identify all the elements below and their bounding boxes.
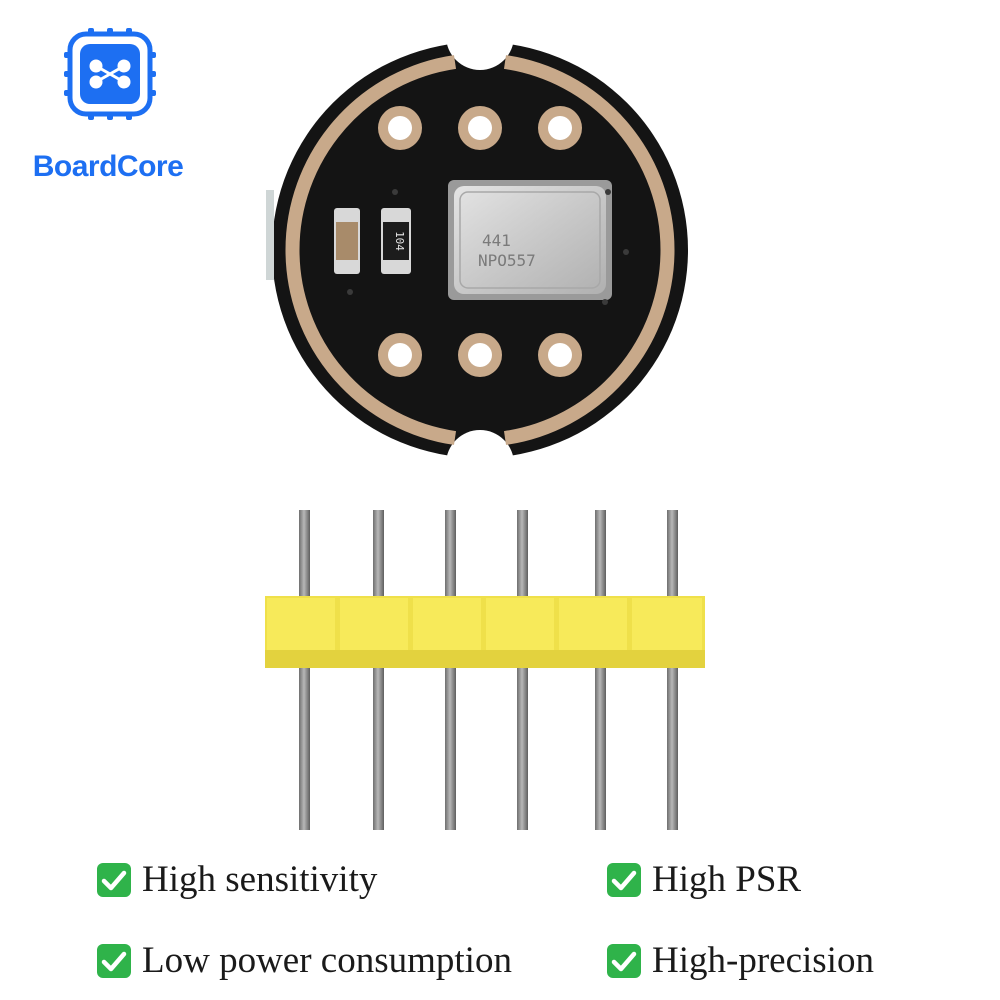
- feature-item: High-precision: [606, 941, 874, 981]
- resistor-marking: 104: [393, 231, 406, 251]
- pad-holes-bottom: [378, 333, 582, 377]
- capacitor-component: [334, 208, 360, 274]
- feature-label: High-precision: [652, 940, 874, 981]
- chip-marking-line2: NPO557: [478, 251, 536, 270]
- chip-marking-line1: 441: [482, 231, 511, 250]
- feature-label: Low power consumption: [142, 940, 512, 981]
- mems-microphone-chip: 441 NPO557: [448, 180, 612, 300]
- brand-logo: BoardCore: [18, 22, 198, 182]
- chip-network-icon: [64, 28, 156, 120]
- header-pins: [299, 510, 678, 830]
- brand-name: BoardCore: [32, 150, 184, 183]
- check-icon: [97, 863, 131, 897]
- check-icon: [97, 944, 131, 978]
- header-plastic-housing: [265, 596, 705, 668]
- check-icon: [607, 863, 641, 897]
- copper-ring-right: [503, 55, 675, 445]
- feature-item: High sensitivity: [96, 860, 377, 900]
- microphone-pcb-board: 104 441 NPO557: [250, 40, 710, 460]
- check-icon: [607, 944, 641, 978]
- pad-holes-top: [378, 106, 582, 150]
- pin-header: [265, 510, 705, 830]
- feature-item: Low power consumption: [96, 941, 512, 981]
- feature-item: High PSR: [606, 860, 801, 900]
- feature-label: High sensitivity: [142, 859, 378, 900]
- resistor-component: 104: [381, 208, 411, 274]
- feature-label: High PSR: [652, 859, 802, 900]
- copper-ring-left: [285, 55, 457, 445]
